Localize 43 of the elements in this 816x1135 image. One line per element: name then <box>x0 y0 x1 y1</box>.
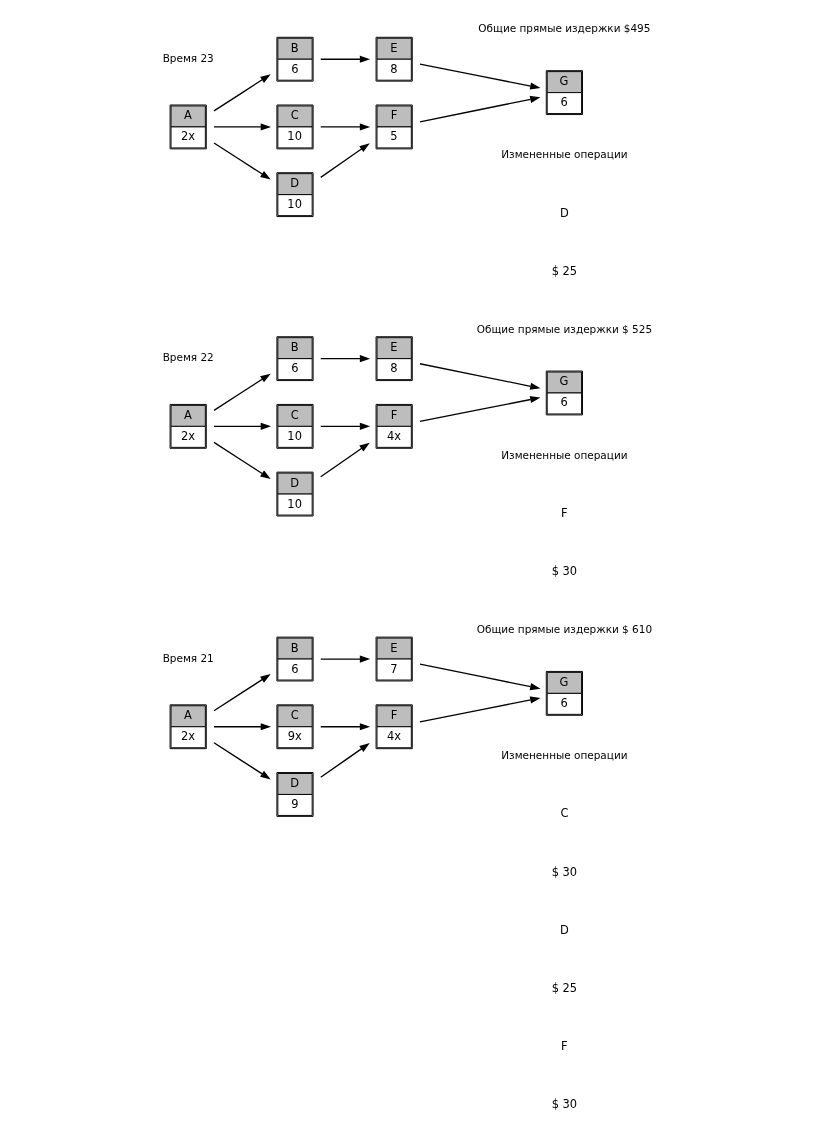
arrow <box>320 442 370 478</box>
label: $ 30 <box>551 1097 578 1112</box>
arrow <box>213 373 271 411</box>
arrow <box>320 355 371 363</box>
arrow <box>320 123 371 131</box>
arrow <box>213 441 271 479</box>
arrow <box>419 396 541 423</box>
arrow <box>213 723 272 731</box>
label: Время 21 <box>162 651 214 664</box>
arrow <box>419 63 541 90</box>
arrow <box>419 663 541 691</box>
label: F <box>561 506 568 521</box>
arrow <box>213 742 271 780</box>
arrow <box>320 655 371 663</box>
label: C <box>560 806 569 821</box>
arrow <box>320 422 371 430</box>
arrow <box>213 74 271 112</box>
label: Измененные операции <box>501 148 628 161</box>
label: $ 25 <box>551 980 578 995</box>
label: $ 25 <box>551 263 578 278</box>
arrow <box>419 363 541 390</box>
label: F <box>561 1039 568 1054</box>
arrow <box>419 95 541 123</box>
label: Измененные операции <box>501 448 628 461</box>
label: $ 30 <box>551 864 578 879</box>
label: D <box>559 922 569 937</box>
label: Общие прямые издержки $495 <box>478 22 651 35</box>
arrow <box>320 743 370 778</box>
label: Измененные операции <box>501 748 628 761</box>
label: Время 23 <box>162 51 214 64</box>
arrow <box>213 123 272 131</box>
label: Общие прямые издержки $ 525 <box>476 322 653 335</box>
label: D <box>559 205 569 220</box>
arrow <box>320 723 371 731</box>
label: Общие прямые издержки $ 610 <box>476 623 653 636</box>
arrow <box>320 143 370 179</box>
arrow <box>320 55 371 63</box>
arrow <box>213 674 271 712</box>
arrow <box>213 422 272 430</box>
label: $ 30 <box>551 564 578 579</box>
arrow <box>213 142 271 180</box>
arrow <box>419 696 541 723</box>
label: Время 22 <box>162 351 214 364</box>
